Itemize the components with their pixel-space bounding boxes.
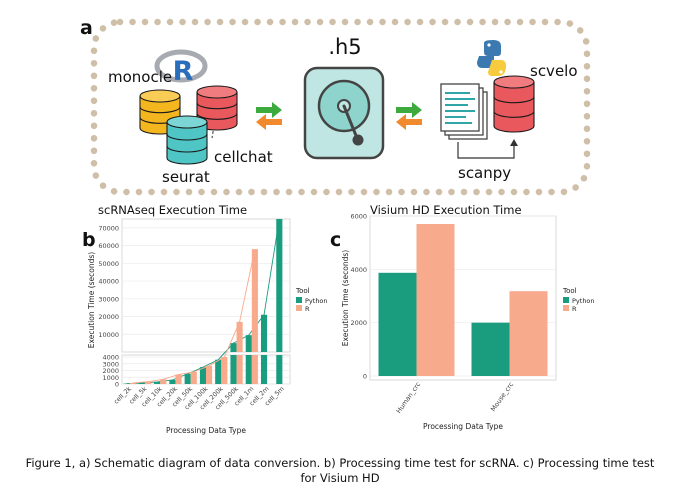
y-tick-label: 1000 xyxy=(102,374,119,382)
scvelo-label: scvelo xyxy=(530,62,578,80)
bar-python-cell_5k xyxy=(138,382,145,384)
bar-r-Mouse_crc xyxy=(509,291,548,376)
chart-c-title: Visium HD Execution Time xyxy=(370,203,522,217)
figure-caption: Figure 1, a) Schematic diagram of data c… xyxy=(25,456,655,485)
bar-python-cell_1m xyxy=(245,335,252,352)
legend-swatch-r xyxy=(296,305,302,311)
seurat-label: seurat xyxy=(162,168,210,186)
bar-python-cell_5m xyxy=(276,219,283,352)
bar-r-cell_500k xyxy=(236,321,243,352)
bar-python-cell_500k xyxy=(230,343,237,352)
arrow-up-icon xyxy=(510,139,518,146)
chart-b-xlabel: Processing Data Type xyxy=(166,426,246,435)
panel-a-label: a xyxy=(80,17,93,39)
bar-r-Human_crc xyxy=(416,224,455,376)
bar-python-cell_20k xyxy=(169,379,176,384)
y-tick-label: 70000 xyxy=(98,224,119,232)
chart-c-ylabel: Execution Time (seconds) xyxy=(341,250,350,347)
panel-b: b scRNAseq Execution Time 10000200003000… xyxy=(82,203,328,435)
bar-r-cell_10k xyxy=(160,379,167,384)
y-tick-label: 4000 xyxy=(350,266,367,274)
y-tick-label: 6000 xyxy=(350,213,367,221)
dotted-border xyxy=(90,18,591,196)
legend-label-python: Python xyxy=(305,297,328,305)
y-tick-label: 0 xyxy=(363,373,367,381)
bar-r-cell_200k xyxy=(221,357,228,384)
database-icon-scvelo xyxy=(493,75,535,133)
x-tick-label: Human_crc xyxy=(395,380,423,415)
y-tick-label: 40000 xyxy=(98,278,119,286)
bar-r-cell_2k xyxy=(129,382,136,384)
hard-disk-icon xyxy=(303,66,385,160)
legend-label-r: R xyxy=(305,305,310,313)
y-tick-label: 2000 xyxy=(350,319,367,327)
panel-b-label: b xyxy=(82,229,96,251)
bar-r-cell_1m xyxy=(251,249,258,352)
bar-r-cell_1m xyxy=(251,355,258,384)
legend-swatch-r xyxy=(563,305,569,311)
trend-line-r xyxy=(132,249,256,384)
panel-a: a R monocle cellchat s xyxy=(80,17,591,196)
bar-python-cell_10k xyxy=(154,381,161,384)
bar-python-cell_1m xyxy=(245,355,252,384)
bar-python-cell_2m xyxy=(260,355,268,384)
bar-r-cell_5k xyxy=(144,381,152,384)
legend-label-r: R xyxy=(572,305,577,313)
legend-label-python: Python xyxy=(572,297,595,305)
chart-c-xlabel: Processing Data Type xyxy=(423,422,503,431)
cellchat-label: cellchat xyxy=(214,148,273,166)
chart-b-title: scRNAseq Execution Time xyxy=(98,203,247,217)
database-icon-seurat xyxy=(166,115,208,165)
arrow-left-icon xyxy=(256,114,282,130)
r-logo-icon: R xyxy=(154,49,208,87)
y-tick-label: 2000 xyxy=(102,367,119,375)
y-tick-label: 0 xyxy=(115,381,119,389)
bar-python-cell_200k xyxy=(215,359,222,384)
panel-c-label: c xyxy=(330,229,341,251)
bar-python-cell_5m xyxy=(276,355,283,384)
bar-python-Mouse_crc xyxy=(471,322,510,376)
y-tick-label: 30000 xyxy=(98,295,119,303)
y-tick-label: 10000 xyxy=(98,331,119,339)
bar-r-cell_100k xyxy=(206,365,213,384)
bar-r-cell_500k xyxy=(236,355,243,384)
figure: a R monocle cellchat s xyxy=(80,17,595,435)
bar-python-cell_50k xyxy=(184,373,191,384)
chart-b-ylabel: Execution Time (seconds) xyxy=(87,252,96,349)
format-label: .h5 xyxy=(328,35,361,59)
bar-r-cell_20k xyxy=(175,374,182,384)
chart-c-legend-title: Tool xyxy=(562,287,577,295)
panel-c: c Visium HD Execution Time 0 2000 4000 6000… xyxy=(330,203,595,431)
y-tick-label: 50000 xyxy=(98,260,119,268)
legend-swatch-python xyxy=(563,297,569,303)
scanpy-label: scanpy xyxy=(458,164,511,182)
bar-python-Human_crc xyxy=(378,272,417,376)
bar-python-cell_2m xyxy=(260,314,268,352)
arrow-left-icon xyxy=(396,114,422,130)
python-logo-icon xyxy=(477,40,506,76)
arrow-right-icon xyxy=(396,102,422,118)
bar-r-cell_50k xyxy=(190,371,197,384)
bar-python-cell_100k xyxy=(199,367,206,384)
x-tick-label: Mouse_crc xyxy=(489,380,515,413)
y-tick-label: 20000 xyxy=(98,313,119,321)
y-tick-label: 4000 xyxy=(102,354,119,362)
svg-text:R: R xyxy=(173,56,194,87)
monocle-label: monocle xyxy=(108,68,172,86)
document-stack-icon xyxy=(440,83,488,140)
y-tick-label: 60000 xyxy=(98,242,119,250)
bar-python-cell_500k xyxy=(230,355,237,384)
y-tick-label: 3000 xyxy=(102,360,119,368)
connector-line xyxy=(457,142,515,159)
arrow-right-icon xyxy=(256,102,282,118)
chart-b-legend-title: Tool xyxy=(295,287,310,295)
legend-swatch-python xyxy=(296,297,302,303)
